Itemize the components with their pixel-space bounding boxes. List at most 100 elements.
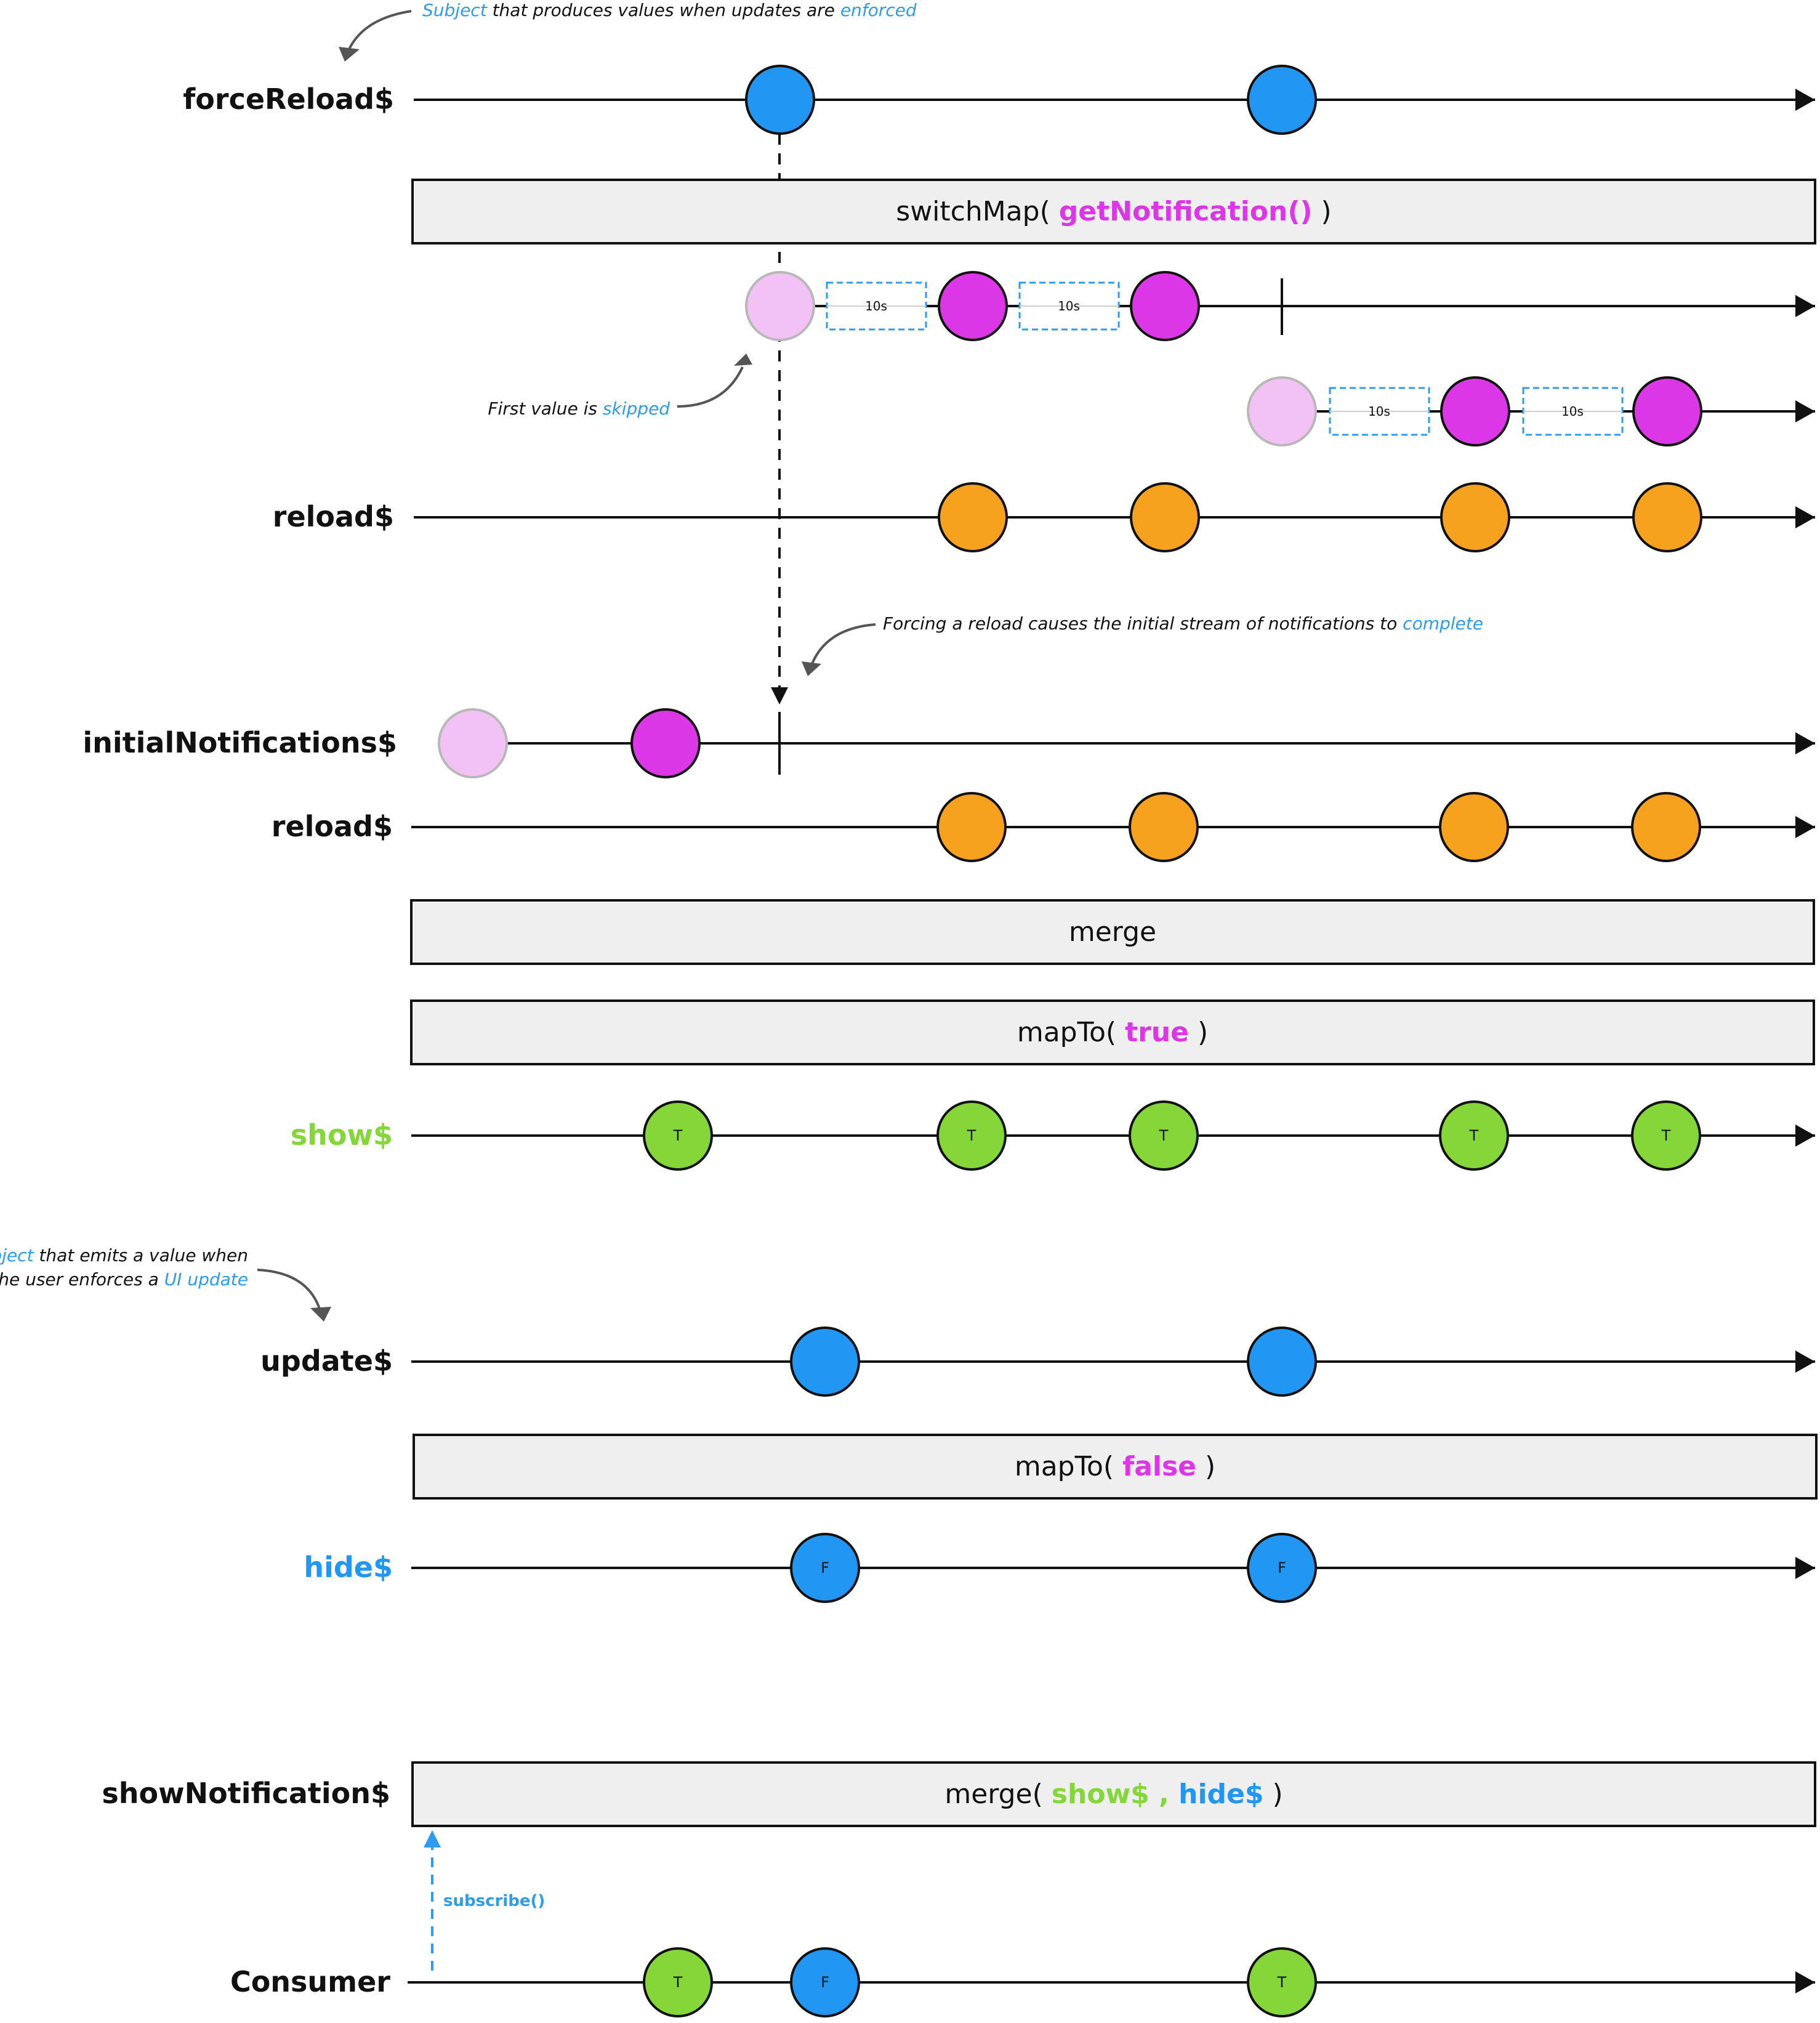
- arrowhead-reload-1: [1795, 506, 1815, 528]
- arrowhead-inner-2: [1795, 400, 1815, 422]
- token-hide-1: F: [821, 1559, 829, 1577]
- label-hide: hide$: [304, 1551, 393, 1584]
- marble-reload2-3: [1439, 792, 1509, 862]
- ann-update-a: Subject: [0, 1245, 34, 1266]
- operator-merge-show-hide: merge( show$ , hide$ ): [411, 1761, 1816, 1827]
- ann-top-a: Subject: [422, 0, 488, 20]
- annotation-first-value: First value is skipped: [488, 398, 670, 419]
- marble-show-5: T: [1631, 1100, 1701, 1171]
- token-consumer-3: T: [1277, 1974, 1287, 1991]
- ann-update-b: that emits a value when: [34, 1245, 248, 1266]
- token-consumer-2: F: [821, 1974, 829, 1991]
- marble-initial-skipped: [438, 708, 508, 778]
- arrowhead-update: [1795, 1351, 1815, 1373]
- marble-forcereload-2: [1247, 65, 1317, 135]
- mergeshowhide-sep: ,: [1150, 1779, 1178, 1810]
- marble-hide-2: F: [1247, 1533, 1317, 1603]
- svg-text:switchMap( getNotification() ): switchMap( getNotification() ): [896, 196, 1331, 227]
- mergeshowhide-post: ): [1263, 1779, 1282, 1810]
- operator-merge: merge: [410, 899, 1815, 965]
- label-forcereload: forceReload$: [183, 83, 394, 116]
- mergeshowhide-pre: merge(: [944, 1779, 1051, 1810]
- marble-show-3: T: [1129, 1100, 1199, 1171]
- label-show: show$: [291, 1118, 393, 1152]
- switchmap-pre: switchMap(: [896, 196, 1058, 227]
- marble-inner2-skipped: [1247, 376, 1317, 446]
- switchmap-post: ): [1313, 196, 1332, 227]
- marble-inner1-b: [1130, 271, 1200, 341]
- marble-consumer-1: T: [643, 1947, 713, 2017]
- annotation-arrow-first-value: [677, 366, 744, 408]
- ann-update-d: UI update: [164, 1269, 248, 1290]
- operator-mapto-true: mapTo( true ): [410, 999, 1815, 1065]
- marble-consumer-2: F: [790, 1947, 860, 2017]
- marble-update-2: [1247, 1326, 1317, 1397]
- label-update: update$: [260, 1344, 393, 1378]
- annotation-arrow-update-head: [310, 1307, 331, 1322]
- subscribe-label: subscribe(): [443, 1892, 545, 1910]
- interval-box-1: 10s: [826, 281, 927, 331]
- marble-reload2-4: [1631, 792, 1701, 862]
- annotation-subject-top: Subject that produces values when update…: [422, 0, 917, 20]
- operator-mapto-false: mapTo( false ): [413, 1434, 1818, 1500]
- ann-forcing-a: Forcing a reload causes the initial stre…: [883, 613, 1403, 634]
- interval-box-4: 10s: [1522, 387, 1624, 436]
- svg-text:mapTo( false ): mapTo( false ): [1015, 1451, 1215, 1482]
- marble-inner1-skipped: [745, 271, 815, 341]
- arrowhead-hide: [1795, 1557, 1815, 1579]
- mergeshowhide-arg2: hide$: [1178, 1779, 1263, 1810]
- token-consumer-1: T: [673, 1974, 683, 1991]
- switchmap-arg: getNotification(): [1059, 196, 1313, 227]
- maptofalse-post: ): [1196, 1451, 1215, 1482]
- marble-consumer-3: T: [1247, 1947, 1317, 2017]
- merge-text: merge: [1069, 916, 1156, 948]
- label-initialnotifications: initialNotifications$: [83, 726, 397, 759]
- marble-reload2-2: [1129, 792, 1199, 862]
- token-show-2: T: [967, 1127, 976, 1144]
- marble-initial-1: [630, 708, 701, 778]
- token-show-5: T: [1661, 1127, 1671, 1144]
- marble-inner1-a: [938, 271, 1008, 341]
- marble-inner2-b: [1632, 376, 1702, 446]
- label-reload-1: reload$: [273, 500, 394, 533]
- ann-forcing-b: complete: [1403, 613, 1483, 634]
- annotation-arrow-top-head: [339, 47, 360, 62]
- annotation-arrow-forcing-head: [802, 661, 821, 676]
- marble-reload1-4: [1632, 482, 1702, 552]
- interval-label-4: 10s: [1561, 404, 1584, 419]
- marble-show-4: T: [1439, 1100, 1509, 1171]
- marble-reload1-2: [1130, 482, 1200, 552]
- arrowhead-show: [1795, 1125, 1815, 1147]
- marble-hide-1: F: [790, 1533, 860, 1603]
- maptotrue-arg: true: [1125, 1017, 1189, 1048]
- ann-top-b: that produces values when updates are: [487, 0, 840, 20]
- marble-show-2: T: [936, 1100, 1007, 1171]
- mergeshowhide-arg1: show$: [1052, 1779, 1150, 1810]
- arrowhead-inner-1: [1795, 295, 1815, 317]
- dashed-arrow-forcereload-head: [771, 687, 788, 705]
- operator-switchmap: switchMap( getNotification() ): [411, 179, 1816, 244]
- maptofalse-pre: mapTo(: [1015, 1451, 1122, 1482]
- maptofalse-arg: false: [1122, 1451, 1196, 1482]
- maptotrue-post: ): [1189, 1017, 1208, 1048]
- ann-top-c: enforced: [840, 0, 917, 20]
- interval-box-2: 10s: [1018, 281, 1120, 331]
- annotation-subject-update-1: Subject that emits a value when: [0, 1245, 248, 1266]
- ann-first-a: First value is: [488, 398, 603, 419]
- interval-label-1: 10s: [865, 299, 887, 313]
- annotation-subject-update-2: the user enforces a UI update: [0, 1269, 248, 1290]
- token-show-3: T: [1159, 1127, 1169, 1144]
- token-show-1: T: [673, 1127, 683, 1144]
- annotation-arrow-first-value-head: [734, 353, 752, 366]
- arrowhead-reload-2: [1795, 816, 1815, 838]
- token-show-4: T: [1469, 1127, 1479, 1144]
- maptotrue-pre: mapTo(: [1017, 1017, 1125, 1048]
- marble-reload1-3: [1440, 482, 1510, 552]
- arrowhead-forcereload: [1795, 89, 1815, 111]
- interval-box-3: 10s: [1329, 387, 1430, 436]
- label-shownotification: showNotification$: [102, 1777, 390, 1810]
- annotation-arrow-top: [347, 10, 412, 51]
- interval-label-3: 10s: [1368, 404, 1390, 419]
- label-reload-2: reload$: [272, 810, 393, 843]
